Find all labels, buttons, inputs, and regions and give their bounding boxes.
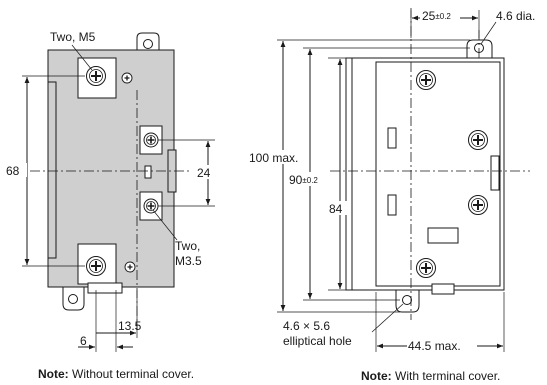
left-label-two-m35-line1: Two, <box>175 239 200 253</box>
left-dim-24: 24 <box>197 166 211 180</box>
left-bottom-connector <box>87 282 123 294</box>
right-screw-mid-upper <box>467 129 489 151</box>
left-top-m5-screw <box>85 65 107 87</box>
right-label-elliptical-line1: 4.6 × 5.6 <box>283 319 330 333</box>
left-view: 68 24 Two, M5 Two, M3.5 13.5 6 Note: Wit… <box>5 30 218 381</box>
left-note: Note: Without terminal cover. <box>38 367 194 381</box>
right-slot-upper <box>387 127 397 149</box>
right-dim-25: 25±0.2 <box>422 9 451 23</box>
right-label-elliptical-line2: elliptical hole <box>283 334 352 348</box>
right-dim-44-5-max: 44.5 max. <box>408 339 461 353</box>
right-dim-90: 90±0.2 <box>289 173 318 187</box>
left-bottom-aux-screw <box>124 261 136 273</box>
left-label-two-m35-line2: M3.5 <box>175 254 202 268</box>
left-center-slot <box>144 165 152 179</box>
left-m35-screw-bottom <box>143 198 159 214</box>
right-note: Note: With terminal cover. <box>361 369 500 383</box>
left-m35-screw-top <box>143 132 159 148</box>
left-dim-68: 68 <box>6 164 20 178</box>
left-dim-6: 6 <box>80 334 87 348</box>
left-top-aux-screw <box>121 72 133 84</box>
right-view: 25±0.2 4.6 dia. 100 max. 90±0.2 84 4.6 ×… <box>248 8 535 383</box>
right-dim-84: 84 <box>329 202 343 216</box>
left-dim-13-5: 13.5 <box>118 319 142 333</box>
left-top-mount-hole <box>143 39 153 49</box>
left-leader-two-m5 <box>71 44 93 71</box>
left-leader-two-m35 <box>152 209 178 241</box>
right-dim-4-6-dia: 4.6 dia. <box>496 9 535 23</box>
right-dim-100-max: 100 max. <box>249 151 298 165</box>
right-screw-mid-lower <box>467 194 489 216</box>
right-leader-elliptical <box>371 303 404 333</box>
left-label-two-m5: Two, M5 <box>50 30 96 44</box>
left-bottom-m5-screw <box>85 255 107 277</box>
right-screw-top <box>415 69 437 91</box>
right-bottom-connector <box>431 283 455 295</box>
right-leader-4-6-dia <box>480 21 497 45</box>
right-slot-right <box>490 155 500 191</box>
left-bottom-mount-hole <box>68 294 78 304</box>
right-slot-lower <box>387 194 397 216</box>
left-side-rail <box>47 81 57 259</box>
right-inner-panel <box>375 61 501 287</box>
right-bottom-mount-hole <box>402 295 412 305</box>
right-screw-bottom <box>415 257 437 279</box>
right-label-window <box>427 227 459 244</box>
